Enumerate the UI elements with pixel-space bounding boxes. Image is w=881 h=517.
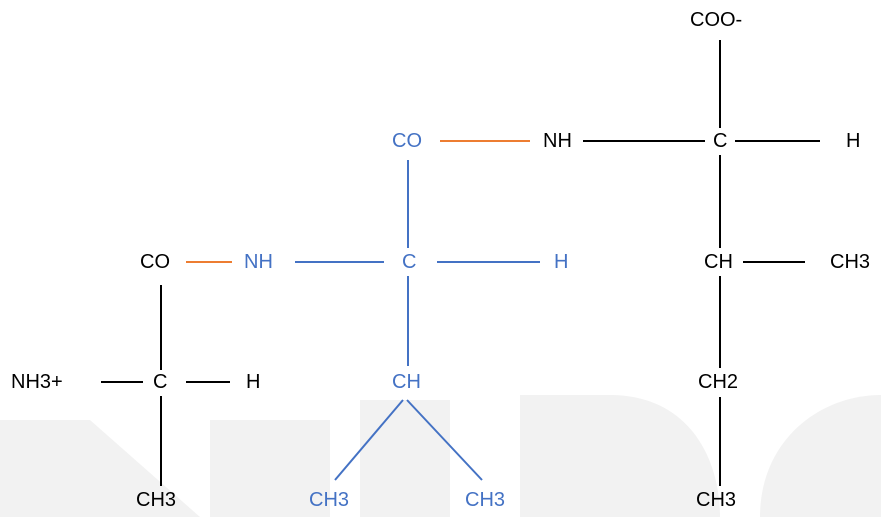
residue1-amino-group: NH3+ (11, 371, 63, 393)
residue3-beta-methyl: CH3 (830, 251, 870, 273)
residue2-side-chain-ch: CH (392, 371, 421, 393)
watermark-shape-right (520, 395, 720, 517)
residue1-alpha-carbon: C (153, 371, 167, 393)
residue2-alpha-carbon: C (402, 251, 416, 273)
residue3-carboxylate: COO- (690, 9, 742, 31)
bond-ch-ch3-right (406, 399, 483, 481)
watermark-shape-far-right (760, 395, 881, 517)
residue2-carbonyl: CO (392, 130, 422, 152)
residue2-amide-nitrogen: NH (244, 251, 273, 273)
residue3-delta-methyl: CH3 (696, 489, 736, 511)
background-watermark (0, 395, 881, 517)
bond-ch-ch3-left (334, 399, 404, 481)
residue3-hydrogen: H (846, 130, 860, 152)
residue3-amide-nitrogen: NH (543, 130, 572, 152)
residue2-hydrogen: H (554, 251, 568, 273)
residue1-side-chain: CH3 (136, 489, 176, 511)
watermark-shape-left-2 (210, 420, 330, 517)
residue1-hydrogen: H (246, 371, 260, 393)
residue3-beta-ch: CH (704, 251, 733, 273)
residue3-alpha-carbon: C (713, 130, 727, 152)
watermark-shape-left (0, 420, 200, 517)
residue2-methyl-right: CH3 (465, 489, 505, 511)
residue2-methyl-left: CH3 (309, 489, 349, 511)
residue3-gamma-ch2: CH2 (698, 371, 738, 393)
watermark-shape-mid (360, 400, 450, 517)
residue1-carbonyl: CO (140, 251, 170, 273)
